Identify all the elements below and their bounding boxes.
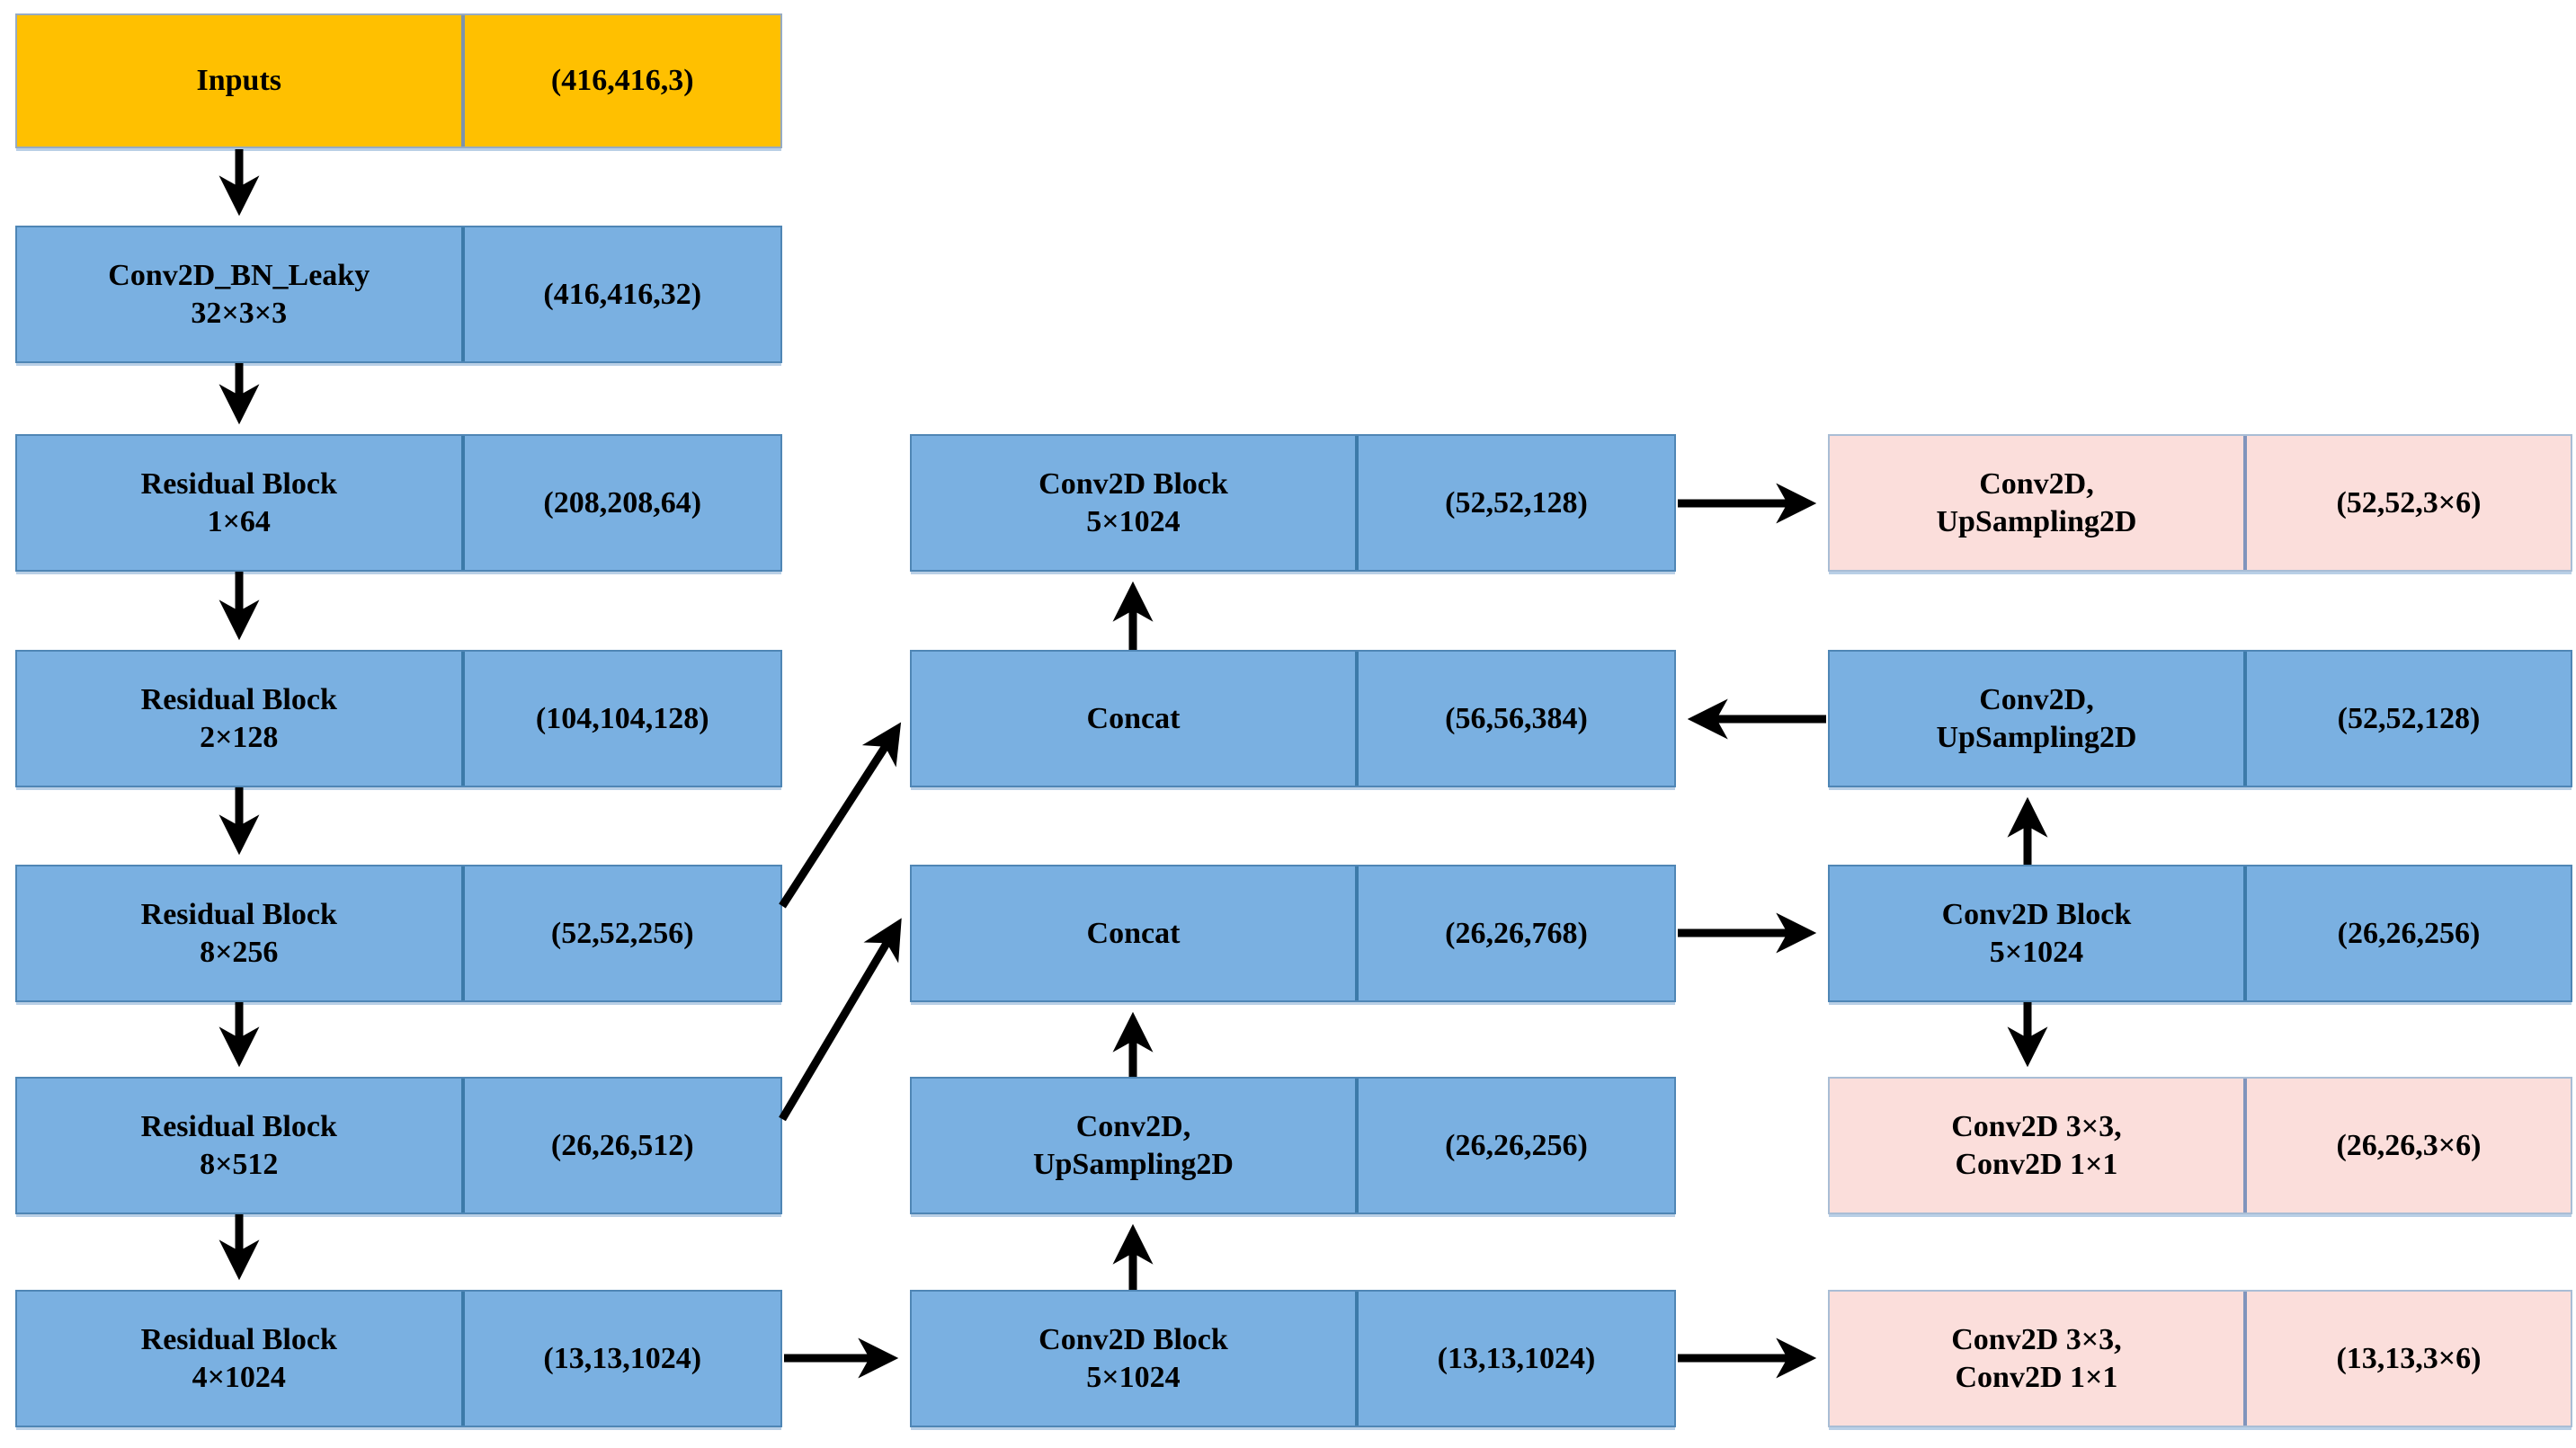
block-label-line1: Concat (1086, 916, 1181, 950)
block-label-line2: UpSampling2D (1032, 1147, 1234, 1181)
block-residual-4x1024: Residual Block 4×1024 (13,13,1024) (15, 1290, 782, 1427)
block-dims: (416,416,32) (543, 277, 702, 311)
block-conv2d-bn-leaky: Conv2D_BN_Leaky 32×3×3 (416,416,32) (15, 226, 782, 363)
block-conv2d-block-52: Conv2D Block 5×1024 (52,52,128) (910, 434, 1676, 572)
block-residual-8x256: Residual Block 8×256 (52,52,256) (15, 865, 782, 1002)
block-label-line1: Conv2D Block (1038, 1323, 1228, 1357)
block-residual-2x128: Residual Block 2×128 (104,104,128) (15, 650, 782, 787)
block-dims: (26,26,768) (1445, 916, 1588, 950)
block-dims: (52,52,128) (2337, 701, 2481, 735)
block-dims: (13,13,3×6) (2336, 1341, 2482, 1375)
block-label-line1: Conv2D 3×3, (1951, 1110, 2122, 1144)
block-head-26: Conv2D 3×3, Conv2D 1×1 (26,26,3×6) (1828, 1077, 2572, 1214)
block-residual-1x64: Residual Block 1×64 (208,208,64) (15, 434, 782, 572)
block-head-52: Conv2D, UpSampling2D (52,52,3×6) (1828, 434, 2572, 572)
block-dims: (52,52,128) (1445, 485, 1588, 520)
arrow (779, 918, 902, 1122)
block-label-line1: Conv2D_BN_Leaky (108, 259, 370, 293)
block-label-line2: 4×1024 (192, 1360, 286, 1394)
block-label-line1: Residual Block (140, 898, 337, 932)
block-label: Concat (912, 866, 1359, 1000)
block-label-line2: 32×3×3 (191, 296, 288, 330)
block-label-line1: Conv2D Block (1038, 467, 1228, 502)
block-label-line2: 2×128 (200, 720, 279, 754)
block-label-line2: 1×64 (207, 504, 271, 538)
block-label: Concat (912, 652, 1359, 786)
block-label: Conv2D, UpSampling2D (1830, 652, 2247, 786)
arrow (779, 722, 902, 909)
block-residual-8x512: Residual Block 8×512 (26,26,512) (15, 1077, 782, 1214)
block-label-line1: Residual Block (140, 467, 337, 502)
block-label-line2: UpSampling2D (1936, 504, 2137, 538)
block-label-line2: 8×256 (200, 935, 279, 969)
block-label: Residual Block 2×128 (17, 652, 465, 786)
block-label: Conv2D 3×3, Conv2D 1×1 (1830, 1292, 2247, 1426)
block-label-line1: Conv2D 3×3, (1951, 1323, 2122, 1357)
block-dims: (13,13,1024) (543, 1341, 702, 1375)
block-label: Conv2D, UpSampling2D (912, 1079, 1359, 1213)
block-conv2d-block-13: Conv2D Block 5×1024 (13,13,1024) (910, 1290, 1676, 1427)
block-label-line1: Conv2D, (1979, 467, 2094, 502)
block-label: Residual Block 1×64 (17, 436, 465, 570)
block-label-line2: 8×512 (200, 1147, 279, 1181)
block-label: Residual Block 8×256 (17, 866, 465, 1000)
block-dims: (52,52,256) (550, 916, 694, 950)
block-label: Conv2D Block 5×1024 (912, 1292, 1359, 1426)
block-label-line1: Inputs (196, 64, 281, 98)
block-label: Conv2D 3×3, Conv2D 1×1 (1830, 1079, 2247, 1213)
block-label-line2: UpSampling2D (1936, 720, 2137, 754)
block-label-line2: Conv2D 1×1 (1955, 1147, 2118, 1181)
block-label-line1: Conv2D Block (1941, 898, 2132, 932)
block-label-line2: 5×1024 (1086, 504, 1181, 538)
block-label: Conv2D_BN_Leaky 32×3×3 (17, 227, 465, 361)
block-dims: (104,104,128) (535, 701, 709, 735)
block-concat-26: Concat (26,26,768) (910, 865, 1676, 1002)
block-label-line1: Conv2D, (1075, 1110, 1191, 1144)
block-label: Conv2D, UpSampling2D (1830, 436, 2247, 570)
block-label: Conv2D Block 5×1024 (912, 436, 1359, 570)
block-label-line1: Conv2D, (1979, 683, 2094, 717)
block-label-line2: 5×1024 (1989, 935, 2084, 969)
block-label: Residual Block 8×512 (17, 1079, 465, 1213)
block-dims: (26,26,256) (1445, 1128, 1588, 1162)
block-dims: (26,26,3×6) (2336, 1128, 2482, 1162)
block-conv2d-block-26: Conv2D Block 5×1024 (26,26,256) (1828, 865, 2572, 1002)
block-dims: (56,56,384) (1445, 701, 1588, 735)
block-dims: (26,26,512) (550, 1128, 694, 1162)
block-label-line1: Concat (1086, 701, 1181, 735)
block-label-line2: 5×1024 (1086, 1360, 1181, 1394)
block-label: Inputs (17, 15, 465, 147)
block-label-line1: Residual Block (140, 1323, 337, 1357)
block-label: Residual Block 4×1024 (17, 1292, 465, 1426)
block-dims: (416,416,3) (550, 64, 694, 98)
block-upsample-right: Conv2D, UpSampling2D (52,52,128) (1828, 650, 2572, 787)
block-label: Conv2D Block 5×1024 (1830, 866, 2247, 1000)
block-dims: (13,13,1024) (1437, 1341, 1596, 1375)
block-inputs: Inputs (416,416,3) (15, 13, 782, 148)
block-dims: (208,208,64) (543, 485, 702, 520)
block-upsample-mid: Conv2D, UpSampling2D (26,26,256) (910, 1077, 1676, 1214)
block-label-line1: Residual Block (140, 1110, 337, 1144)
block-dims: (26,26,256) (2337, 916, 2481, 950)
block-concat-56: Concat (56,56,384) (910, 650, 1676, 787)
block-head-13: Conv2D 3×3, Conv2D 1×1 (13,13,3×6) (1828, 1290, 2572, 1427)
block-label-line2: Conv2D 1×1 (1955, 1360, 2118, 1394)
block-dims: (52,52,3×6) (2336, 485, 2482, 520)
block-label-line1: Residual Block (140, 683, 337, 717)
